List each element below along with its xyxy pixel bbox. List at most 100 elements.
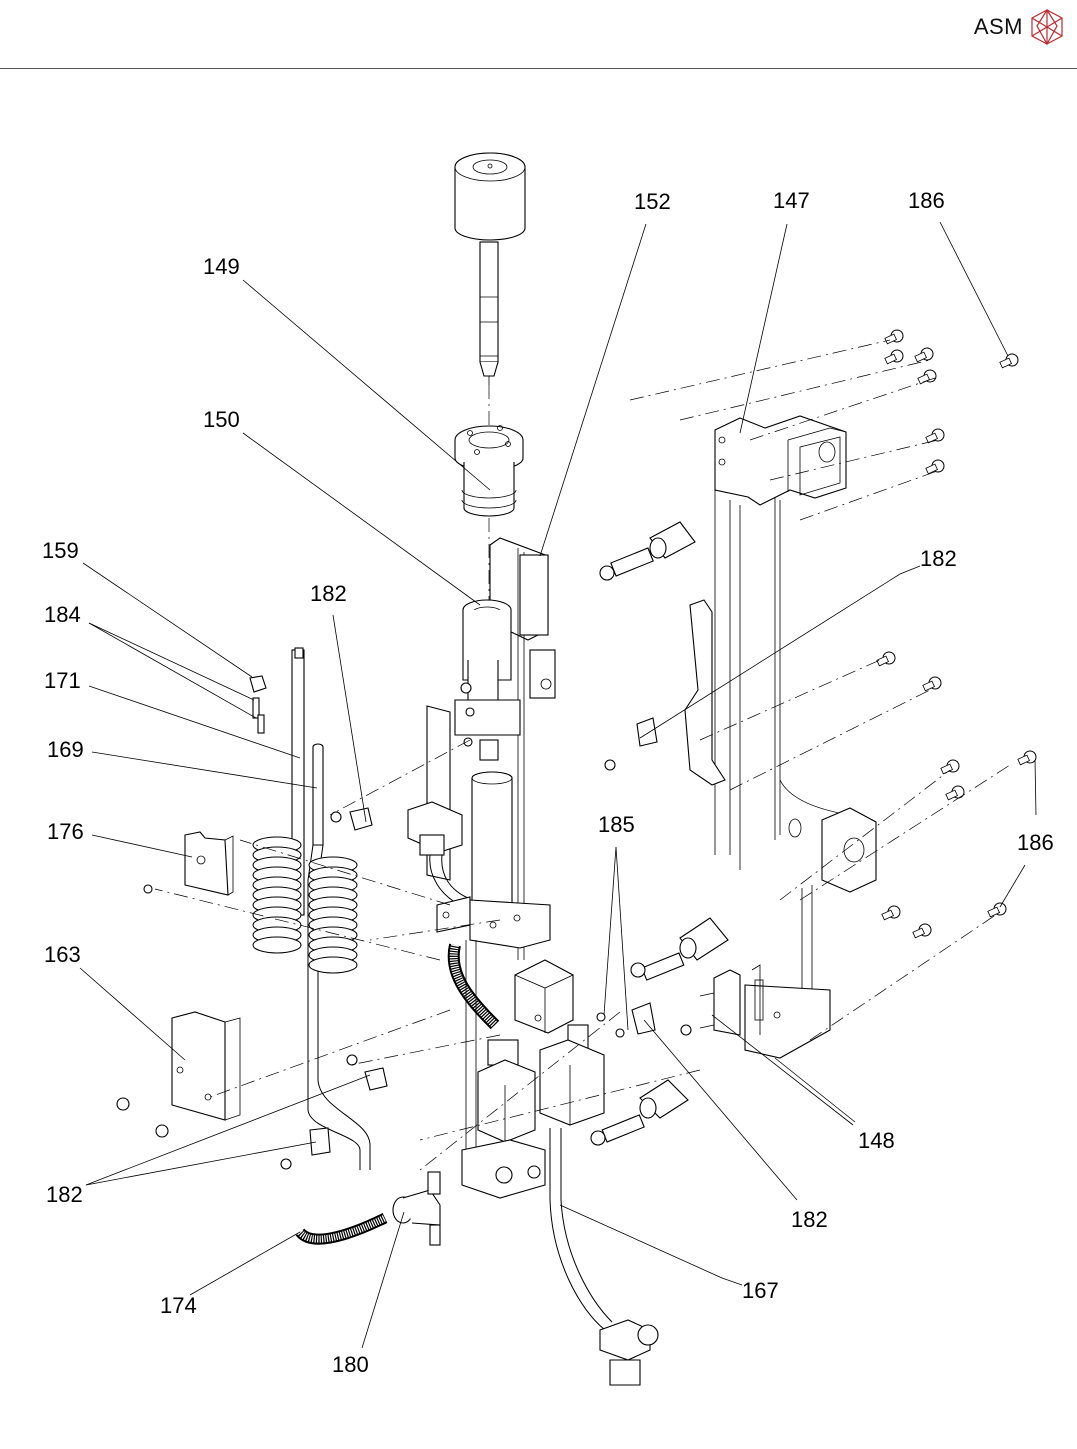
callout-169: 169 [47,737,84,762]
air-tube-167 [549,1128,659,1386]
assembly-centerlines [154,339,1011,1171]
leader-152 [539,223,647,557]
nozzle-holder-149 [454,425,524,517]
screw-shank [876,655,889,667]
leader-182-lu [332,614,367,823]
clamp-182-left [280,807,388,1170]
damper-middle [630,917,729,981]
centerline [349,1034,501,1066]
centerline [749,377,936,441]
screw-shank [884,353,897,365]
centerline [729,689,931,791]
centerline [699,659,881,741]
leader-148a [711,1014,854,1126]
coil-turn [308,956,358,974]
leader-174 [189,1231,301,1296]
screw-shank [917,373,930,385]
clip-159 [249,675,267,734]
callout-182-left-lower: 182 [46,1182,83,1207]
leader-169 [91,751,318,789]
leader-185a [603,846,617,1016]
corrugated-hose [447,943,500,1030]
screws [876,329,1037,939]
leader-182-rl [643,1019,798,1201]
callout-182-left-upper: 182 [310,581,347,606]
callout-148: 148 [858,1128,895,1153]
leader-lines [79,221,1037,1349]
block-176 [143,831,234,896]
header-divider [0,68,1077,69]
leader-150 [242,432,481,606]
callout-186-right: 186 [1017,830,1054,855]
callout-150: 150 [203,407,240,432]
centerline [419,1069,701,1141]
elbow-fitting-180 [392,1171,441,1246]
centerline [769,439,939,481]
screw-shank [987,906,1000,918]
callout-147: 147 [773,188,810,213]
callout-185: 185 [598,812,635,837]
callout-159: 159 [42,538,79,563]
brand-name: ASM [973,14,1023,39]
leader-184b [88,622,257,719]
brand: ASM [974,8,1065,46]
block-163 [116,1011,241,1138]
clamp-182-right [596,717,692,1038]
leader-186-right [999,864,1026,908]
callout-186-top: 186 [908,188,945,213]
leader-186-top [939,221,1009,357]
leader-149 [242,279,491,491]
centerline [629,339,891,401]
callout-labels: 147 148 149 150 152 159 163 167 169 171 … [42,188,1054,1377]
screw-shank [925,432,938,444]
callout-163: 163 [44,942,81,967]
screw-shank [912,927,925,939]
centerline [209,1009,451,1098]
centerline [329,739,471,816]
leader-176 [91,834,193,858]
spindle-motor [454,152,526,385]
callout-184: 184 [44,602,81,627]
centerline [799,469,941,521]
centerline [679,359,931,421]
callout-176: 176 [47,819,84,844]
leader-159 [82,562,253,678]
callout-149: 149 [203,254,240,279]
frame-147 [684,415,877,1059]
coil-turn [252,936,302,954]
screw-shank [1017,754,1030,766]
leader-180 [361,1211,405,1349]
valve-block-upper [514,959,574,1034]
leader-171 [88,685,301,759]
screw-shank [999,357,1012,369]
leader-182-ll-b [85,1141,317,1186]
tube-169 [307,743,371,1170]
connector [407,801,469,906]
coil-springs [252,836,358,974]
callout-171: 171 [44,668,81,693]
callout-152: 152 [634,189,671,214]
callout-182-right-upper: 182 [920,546,957,571]
nozzle-housing-150 [454,599,556,761]
callout-167: 167 [742,1278,779,1303]
centerline [239,839,451,906]
callout-174: 174 [160,1293,197,1318]
block-148 [699,969,741,1036]
callout-182-right-lower: 182 [791,1207,828,1232]
base-block [461,1139,546,1199]
screw-shank [884,333,897,345]
solenoid-valve-right [539,1024,605,1126]
screw-shank [925,463,938,475]
leader-163 [79,967,186,1061]
leader-186-right-up [1034,759,1037,816]
centerline [154,888,441,961]
centerline [799,764,1011,901]
centerline [779,769,951,901]
callout-180: 180 [332,1352,369,1377]
clamp-block [436,896,551,949]
main-cylinder [471,771,513,919]
leader-148b [774,1057,856,1123]
page-header: ASM [0,0,1077,70]
leader-182-ll-a [85,1074,371,1186]
centerline [419,1011,621,1171]
